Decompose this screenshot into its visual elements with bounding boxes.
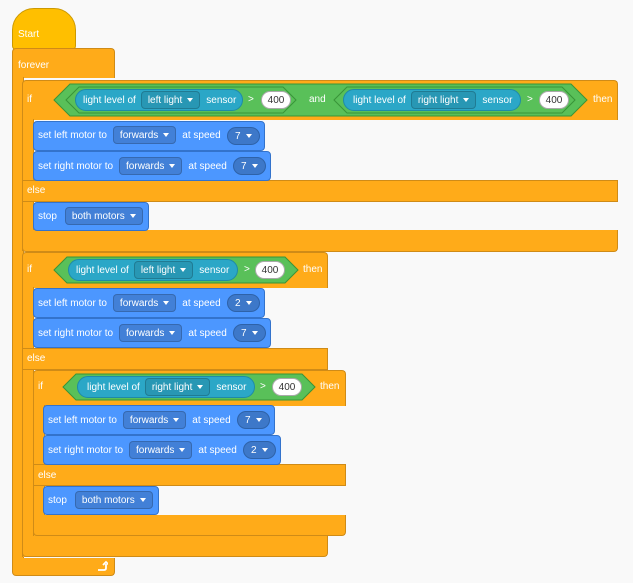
and-label: and [309,94,326,105]
caret-down-icon [129,214,136,218]
nested-value-input[interactable]: 400 [272,378,302,396]
if1-right-operator: > [527,94,533,105]
caret-down-icon [173,418,180,422]
caret-down-icon [139,498,146,502]
speed-dropdown[interactable]: 7 [237,411,270,429]
stop-motors-row: stop both motors [38,207,143,225]
direction-dropdown[interactable]: forwards [122,411,187,429]
motors-dropdown[interactable]: both motors [64,207,143,225]
if2-left-light-reporter[interactable]: light level of left light sensor [68,259,238,281]
reporter-label: light level of [76,264,129,276]
reporter-label: light level of [87,381,140,393]
if1-then-label: then [593,94,613,105]
caret-down-icon [187,98,194,102]
nested-then-label: then [320,381,340,392]
caret-down-icon [169,164,176,168]
caret-down-icon [163,133,170,137]
direction-dropdown[interactable]: forwards [119,157,183,175]
if1-left-value-input[interactable]: 400 [261,91,291,109]
sensor-dropdown[interactable]: right light [410,91,477,109]
if1-else-bar[interactable] [22,180,618,202]
if1-right-light-reporter[interactable]: light level of right light sensor [343,89,521,111]
if2-footer[interactable] [22,536,328,557]
if1-else-label: else [27,185,46,196]
speed-dropdown[interactable]: 7 [233,324,266,342]
if1-left-light-reporter[interactable]: light level of left light sensor [75,89,243,111]
caret-down-icon [245,134,252,138]
stop-motors-row: stop both motors [48,491,153,509]
if2-else-label: else [27,353,46,364]
caret-down-icon [180,268,187,272]
if1-if-label: if [27,94,32,105]
sensor-dropdown[interactable]: left light [133,261,194,279]
nested-if-else-bar[interactable] [33,464,346,486]
sensor-dropdown[interactable]: right light [144,378,211,396]
direction-dropdown[interactable]: forwards [112,126,177,144]
direction-dropdown[interactable]: forwards [119,324,183,342]
forever-footer[interactable] [12,558,115,576]
caret-down-icon [255,418,262,422]
start-label: Start [18,29,40,40]
set-left-motor-row: set left motor to forwards at speed [38,126,221,144]
sensor-suffix: sensor [216,381,247,393]
if1-left-operator: > [248,94,254,105]
caret-down-icon [251,331,258,335]
caret-down-icon [197,385,204,389]
if2-operator: > [244,264,250,275]
set-right-motor-row: set right motor to forwards at speed [48,441,237,459]
forever-block[interactable] [12,48,115,78]
speed-dropdown[interactable]: 2 [243,441,276,459]
motors-dropdown[interactable]: both motors [74,491,153,509]
set-right-motor-row: set right motor to forwards at speed [38,324,227,342]
nested-if-footer[interactable] [33,515,346,536]
nested-else-label: else [38,470,57,481]
if2-else-bar[interactable] [22,348,328,370]
caret-down-icon [163,301,170,305]
reporter-label: light level of [83,94,136,106]
sensor-suffix: sensor [199,264,230,276]
nested-operator: > [260,381,266,392]
caret-down-icon [169,331,176,335]
if1-footer[interactable] [22,230,618,252]
caret-down-icon [245,301,252,305]
set-left-motor-row: set left motor to forwards at speed [38,294,221,312]
speed-dropdown[interactable]: 7 [227,127,260,145]
start-hat-block[interactable] [12,8,76,50]
if2-then-label: then [303,264,323,275]
caret-down-icon [463,98,470,102]
sensor-suffix: sensor [482,94,513,106]
if2-if-label: if [27,264,32,275]
caret-down-icon [179,448,186,452]
nested-if-label: if [38,381,43,392]
set-right-motor-row: set right motor to forwards at speed [38,157,227,175]
caret-down-icon [251,164,258,168]
direction-dropdown[interactable]: forwards [129,441,193,459]
speed-dropdown[interactable]: 2 [227,294,260,312]
nested-right-light-reporter[interactable]: light level of right light sensor [77,376,255,398]
sensor-suffix: sensor [206,94,237,106]
if1-right-value-input[interactable]: 400 [539,91,569,109]
set-left-motor-row: set left motor to forwards at speed [48,411,231,429]
forever-label: forever [18,60,50,71]
reporter-label: light level of [353,94,406,106]
if2-value-input[interactable]: 400 [255,261,285,279]
caret-down-icon [261,448,268,452]
speed-dropdown[interactable]: 7 [233,157,266,175]
sensor-dropdown[interactable]: left light [140,91,201,109]
direction-dropdown[interactable]: forwards [112,294,177,312]
loop-arrow-icon [98,560,108,571]
